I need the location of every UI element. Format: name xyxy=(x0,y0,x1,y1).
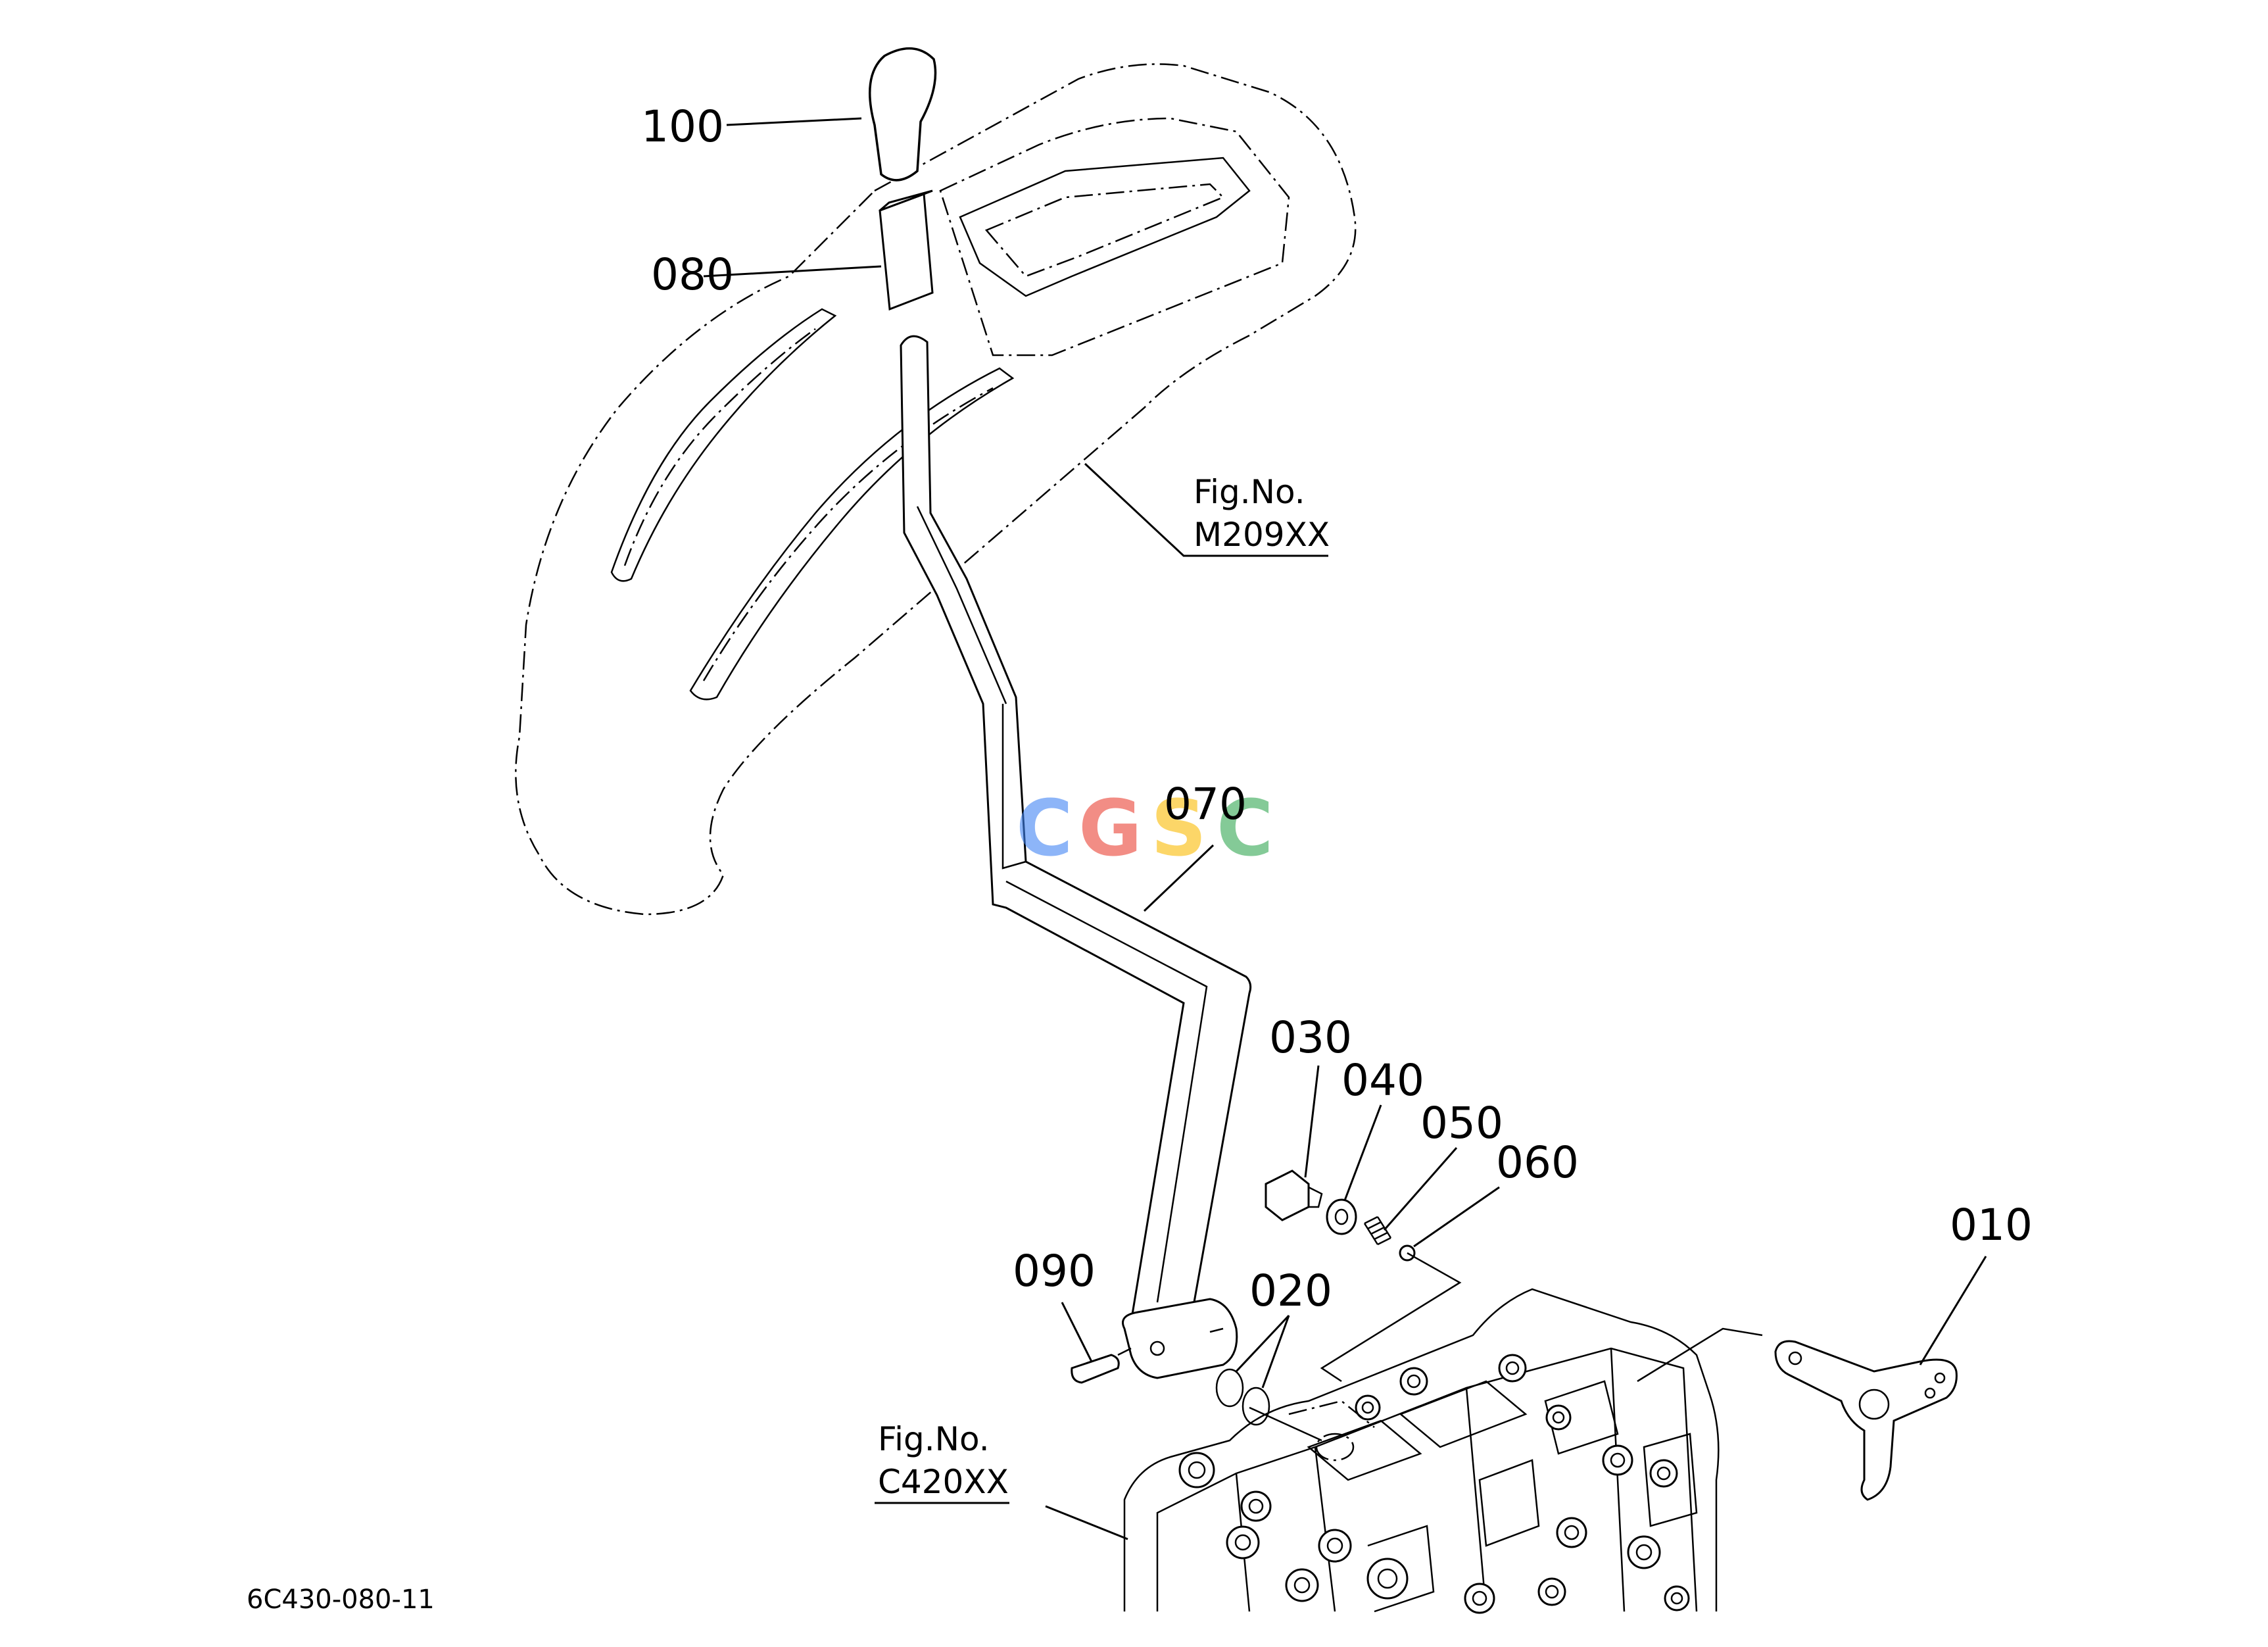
alignment-lines xyxy=(1117,1252,1763,1442)
callout-050: 050 xyxy=(1420,1098,1503,1148)
plug-part xyxy=(1265,1169,1323,1221)
callout-010: 010 xyxy=(1950,1200,2033,1250)
callout-100: 100 xyxy=(641,101,724,152)
watermark-logo: C G S C xyxy=(1016,783,1274,873)
diagram-code: 6C430-080-11 xyxy=(247,1585,435,1615)
callout-080: 080 xyxy=(651,249,734,300)
watermark-letter-s: S xyxy=(1151,783,1207,873)
watermark-letter-c2: C xyxy=(1217,783,1274,873)
fig-ref-label: Fig.No. xyxy=(1194,473,1305,511)
fig-ref-number: M209XX xyxy=(1194,516,1330,554)
shift-lever-part xyxy=(900,335,1252,1379)
fig-ref-label: Fig.No. xyxy=(878,1420,990,1458)
shift-arm-part xyxy=(1774,1340,1958,1501)
callout-030: 030 xyxy=(1269,1012,1352,1063)
leader-lines xyxy=(703,117,1987,1540)
callout-090: 090 xyxy=(1013,1246,1096,1296)
figure-reference-c420xx: Fig.No. C420XX xyxy=(875,1420,1009,1504)
callout-070: 070 xyxy=(1164,779,1247,829)
callout-040: 040 xyxy=(1341,1055,1424,1106)
callout-020: 020 xyxy=(1249,1266,1332,1316)
console-cover xyxy=(515,63,1357,916)
washer-part xyxy=(1326,1198,1357,1235)
pin-part xyxy=(1071,1354,1120,1384)
watermark-letter-g: G xyxy=(1078,783,1142,873)
knob-part xyxy=(868,47,937,182)
callout-060: 060 xyxy=(1496,1137,1579,1188)
figure-reference-m209xx: Fig.No. M209XX xyxy=(1194,473,1330,554)
watermark-letter-c1: C xyxy=(1016,783,1073,873)
callout-labels: 100 080 070 030 040 050 060 090 020 010 xyxy=(641,101,2033,1316)
grip-part xyxy=(879,189,934,311)
spring-part xyxy=(1363,1216,1392,1246)
o-ring-part xyxy=(1215,1368,1270,1426)
transmission-case xyxy=(1123,1288,1720,1614)
fig-ref-number: C420XX xyxy=(878,1463,1009,1501)
